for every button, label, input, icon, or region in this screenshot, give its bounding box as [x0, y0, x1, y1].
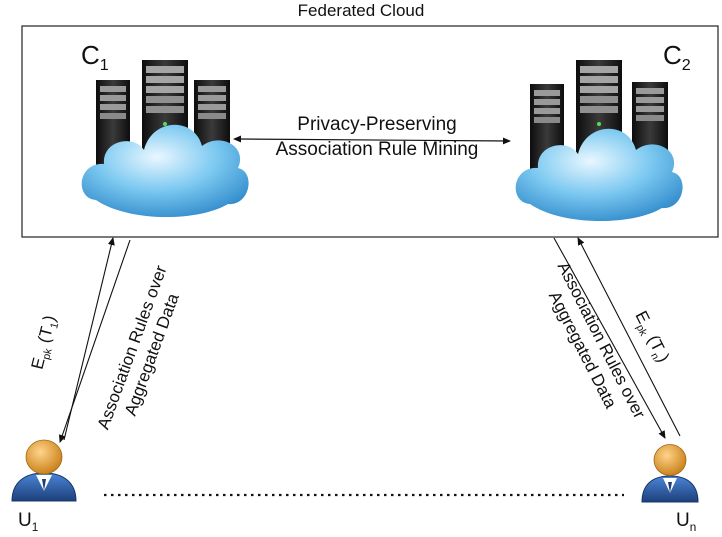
cloud-icon: [515, 128, 683, 222]
user-icon: [641, 444, 699, 503]
upload-arrow-un: [577, 237, 681, 437]
user-icon: [11, 439, 77, 502]
federated-cloud-frame: [21, 25, 719, 238]
rules-arrow-u1: [58, 239, 131, 443]
cloud-server-icon: [515, 60, 683, 222]
cloud-icon: [81, 124, 249, 218]
user-label-un: Un: [676, 510, 697, 534]
rules-arrow-un: [553, 237, 666, 439]
user-label-u1: U1: [18, 510, 39, 534]
diagram-title: Federated Cloud: [297, 1, 425, 20]
cloud-server-icon: [81, 60, 249, 218]
cloud-label-c1: C1: [81, 40, 109, 75]
mining-link-label: Privacy-Preserving Association Rule Mini…: [275, 114, 479, 160]
cloud-label-c2: C2: [663, 40, 691, 75]
mining-link-arrow: [233, 135, 511, 145]
